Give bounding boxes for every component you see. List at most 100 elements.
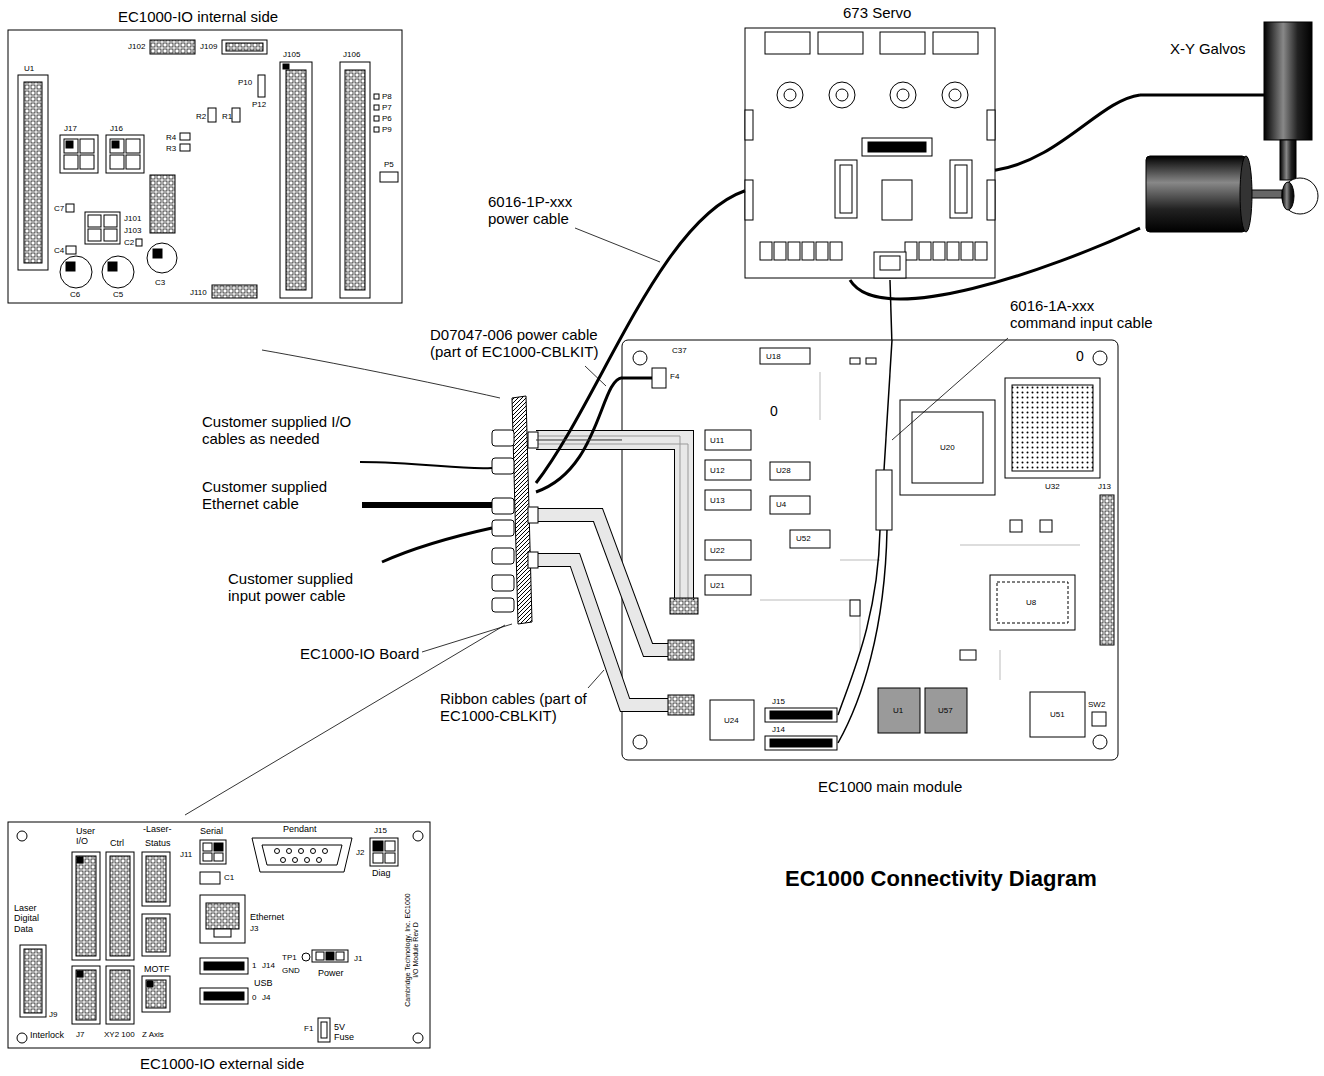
- ribbon-cable-drawing: [536, 560, 668, 705]
- io-board-edge-drawing: [492, 458, 514, 474]
- main-module-drawing: [1012, 385, 1093, 471]
- io-board-internal-drawing: [64, 139, 78, 153]
- silkscreen-label: J11: [180, 850, 192, 859]
- io-board-internal-drawing: [258, 75, 265, 97]
- silkscreen-label: Power: [318, 968, 344, 978]
- io-board-external-drawing: [413, 1033, 423, 1043]
- silkscreen-label: C37: [672, 346, 687, 355]
- silkscreen-label: P7: [382, 103, 392, 112]
- cable-label: D07047-006 power cable (part of EC1000-C…: [430, 326, 615, 361]
- io-board-external-drawing: [311, 849, 316, 854]
- silkscreen-label: User I/O: [76, 826, 100, 847]
- io-board-external-drawing: [200, 840, 226, 864]
- io-board-external-drawing: [146, 918, 166, 952]
- cable-label: 6016-1P-xxx power cable: [488, 193, 588, 228]
- silkscreen-label: 1: [252, 961, 256, 970]
- io-board-external-drawing: [8, 822, 430, 1048]
- main-module-drawing: [878, 688, 920, 733]
- io-board-internal-drawing: [85, 212, 120, 244]
- silkscreen-label: J4: [262, 993, 270, 1002]
- servo-node: 673 Servo: [745, 25, 995, 280]
- galvo-drawing: [1282, 182, 1294, 210]
- galvo-drawing: [1140, 22, 1318, 232]
- cable-label: Ribbon cables (part of EC1000-CBLKIT): [440, 690, 615, 725]
- io-board-external-drawing: [203, 853, 212, 861]
- silkscreen-label: U20: [940, 443, 955, 452]
- silkscreen-label: C3: [155, 278, 165, 287]
- io-board-external-drawing: [214, 853, 223, 861]
- silkscreen-label: SW2: [1088, 700, 1105, 709]
- silkscreen-label: U12: [710, 466, 725, 475]
- io-board-node: EC1000-IO Board: [486, 394, 536, 624]
- io-board-external-drawing: [76, 856, 96, 956]
- main-module-drawing: [710, 700, 754, 740]
- io-board-external-drawing: [385, 841, 395, 851]
- io-board-external-drawing: [146, 980, 166, 1008]
- silkscreen-label: C4: [54, 246, 64, 255]
- silkscreen-label: J105: [283, 50, 300, 59]
- node-caption: EC1000-IO internal side: [118, 8, 278, 25]
- main-module-drawing: [652, 368, 666, 388]
- servo-board-drawing: [836, 89, 848, 101]
- main-module-drawing: [1092, 712, 1106, 726]
- main-module-drawing: [1040, 520, 1052, 532]
- io-board-internal-drawing: [232, 108, 240, 122]
- io-board-edge-drawing: [492, 520, 514, 536]
- customer-cable: [360, 462, 492, 562]
- servo-board-drawing: [942, 82, 968, 108]
- diagram-title: EC1000 Connectivity Diagram: [785, 866, 1097, 891]
- io-board-internal-drawing: [374, 94, 379, 99]
- io-board-edge-drawing: [528, 507, 538, 523]
- io-board-external-drawing: [77, 857, 83, 863]
- io-board-external-drawing: [262, 845, 342, 865]
- main-module-drawing: [622, 340, 1118, 760]
- servo-board-drawing: [987, 110, 995, 140]
- galvo-drawing: [1282, 178, 1318, 214]
- main-module-drawing: [705, 460, 751, 480]
- silkscreen-label: P10: [238, 78, 252, 87]
- cable-connector: [995, 95, 1140, 170]
- silkscreen-label: J110: [190, 288, 207, 297]
- silkscreen-label: R1: [222, 112, 232, 121]
- io-board-internal-drawing: [80, 155, 94, 169]
- io-board-internal-drawing: [222, 40, 267, 54]
- io-board-external-drawing: [8, 822, 430, 1048]
- io-board-external-drawing: [24, 949, 42, 1013]
- main-module-drawing: [900, 400, 995, 495]
- main-module-drawing: [765, 736, 837, 750]
- leader-line: [892, 338, 1008, 440]
- silkscreen-label: P8: [382, 92, 392, 101]
- silkscreen-label: J17: [64, 124, 77, 133]
- io-board-internal-drawing: [8, 30, 402, 303]
- main-module-drawing: [1093, 351, 1107, 365]
- io-board-internal-drawing: [340, 62, 370, 298]
- io-board-external-drawing: [72, 966, 100, 1024]
- servo-board-drawing: [890, 82, 916, 108]
- io-board-internal-drawing: [226, 43, 263, 51]
- io-board-external-node: EC1000-IO external side: [8, 822, 430, 1048]
- silkscreen-label: P5: [384, 160, 394, 169]
- io-board-external-drawing: [323, 849, 328, 854]
- io-board-external-drawing: [321, 1022, 327, 1038]
- io-board-internal-drawing: [286, 70, 306, 290]
- io-board-external-drawing: [17, 1033, 27, 1043]
- silkscreen-label: U8: [1026, 598, 1036, 607]
- silkscreen-label: J7: [76, 1030, 84, 1039]
- io-board-external-drawing: [142, 976, 170, 1012]
- main-module-drawing: [705, 540, 751, 560]
- main-module-drawing: [997, 582, 1068, 623]
- servo-board-drawing: [961, 242, 973, 260]
- io-board-external-drawing: [206, 903, 239, 929]
- silkscreen-label: J15: [374, 826, 387, 835]
- servo-board-drawing: [745, 180, 753, 220]
- servo-board-drawing: [745, 28, 995, 278]
- ribbon-cable-drawing: [668, 640, 694, 660]
- customer-cable: [382, 528, 492, 562]
- io-board-internal-drawing: [126, 155, 140, 169]
- callout-text: Customer supplied Ethernet cable: [202, 478, 352, 513]
- io-board-external-drawing: [200, 958, 248, 974]
- io-board-edge-drawing: [492, 575, 514, 591]
- servo-board-drawing: [949, 89, 961, 101]
